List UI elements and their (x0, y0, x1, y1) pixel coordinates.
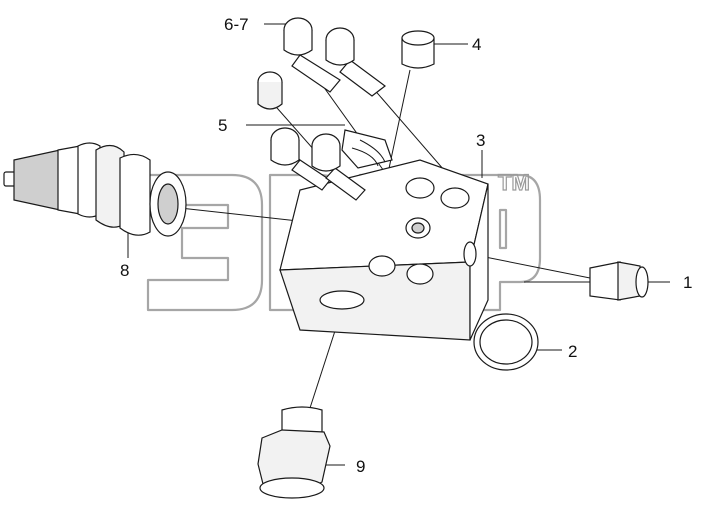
part-2-seal-ring (473, 313, 539, 371)
part-3-valve-block (279, 159, 489, 341)
callout-label-1: 1 (683, 273, 692, 292)
callout-label-5: 5 (218, 116, 227, 135)
parts-6-7-bolts (283, 17, 386, 97)
part-5-fittings-group (257, 71, 393, 201)
part-8-quick-coupling (3, 142, 187, 237)
callout-label-3: 3 (476, 131, 485, 150)
callout-label-2: 2 (568, 342, 577, 361)
callout-label-4: 4 (472, 35, 481, 54)
part-4-plug (401, 30, 435, 69)
callout-labels: 6-7 4 5 3 1 2 8 9 (120, 15, 692, 476)
callout-label-9: 9 (356, 457, 365, 476)
part-1-fitting (589, 261, 649, 301)
trademark-symbol: TM (498, 170, 530, 195)
callout-label-6-7: 6-7 (224, 15, 249, 34)
callout-label-8: 8 (120, 261, 129, 280)
part-9-adapter (257, 406, 331, 499)
